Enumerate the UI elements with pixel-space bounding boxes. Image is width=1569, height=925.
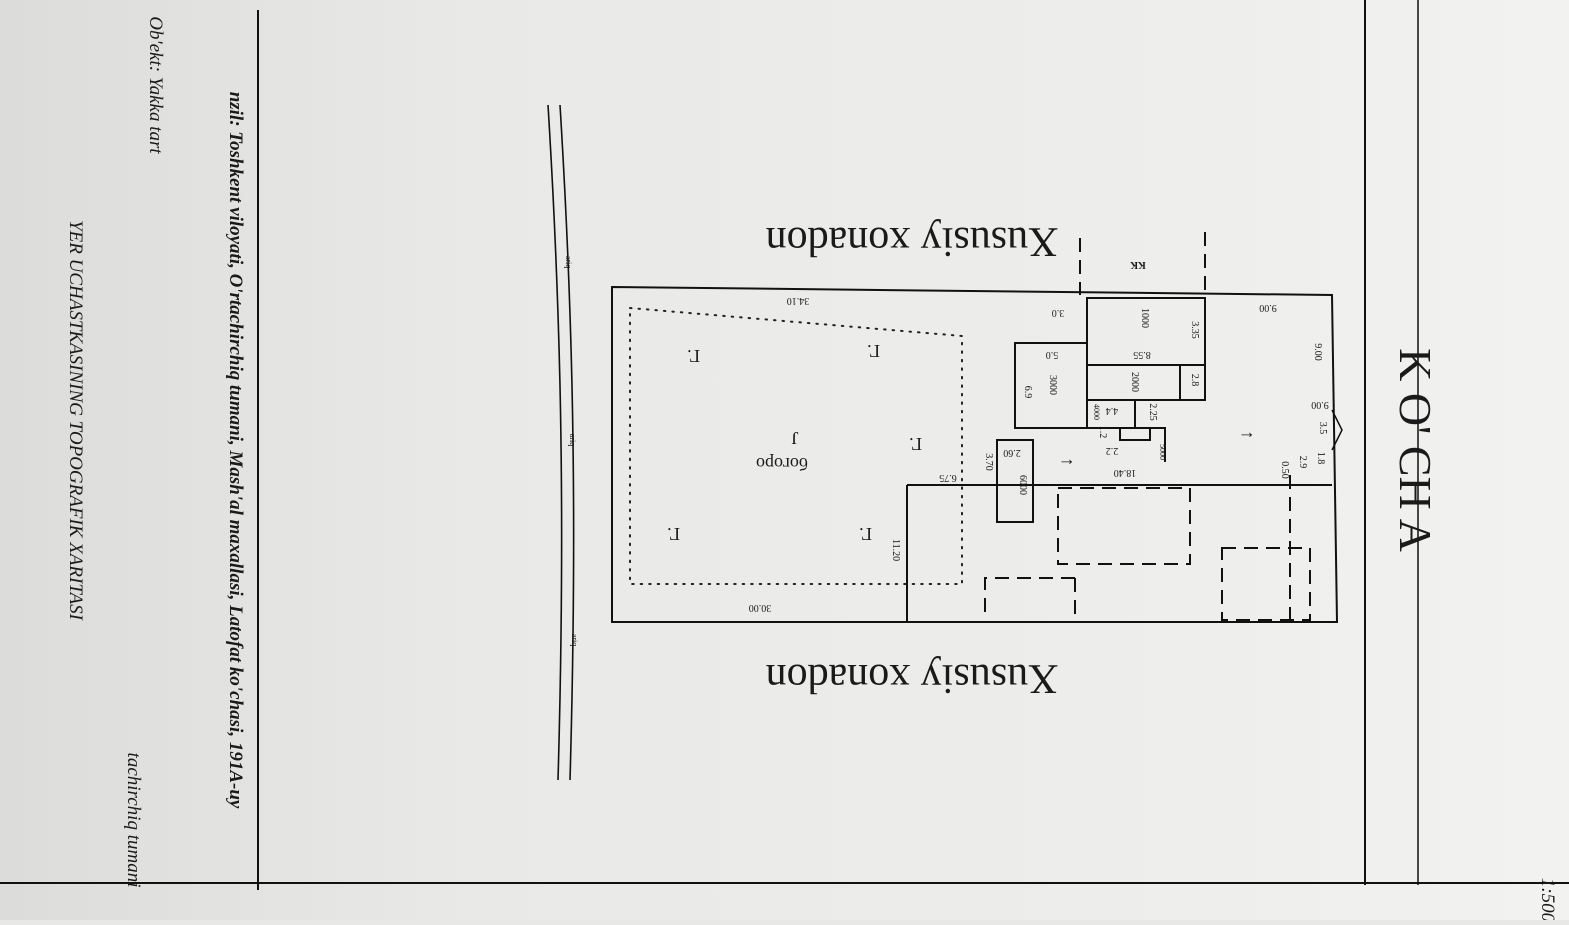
dimension-label: 3.0 xyxy=(1052,307,1065,318)
street: K O' CH A xyxy=(0,0,1569,885)
dimension-label: 11.20 xyxy=(890,539,901,561)
dimension-label: 0.50 xyxy=(1279,461,1290,479)
dimension-label: 2.9 xyxy=(1297,456,1308,469)
ariq-label: ariq xyxy=(564,256,573,268)
parcel-outline xyxy=(611,285,1339,623)
dimension-label: 1.2 xyxy=(1097,426,1108,439)
arrow-icon: ↑ xyxy=(1238,431,1258,440)
arrow-icon: ↑ xyxy=(1058,458,1078,467)
ariq-label: ariq xyxy=(568,434,577,446)
garden-label: богоро xyxy=(756,454,808,474)
dimension-label: 1.8 xyxy=(1315,452,1326,465)
address-label: nzil: Toshkent viloyati, O'rtachirchiq t… xyxy=(225,92,246,809)
dimension-labels: 34.10 30.00 11.20 6.75 18.40 9.00 9.00 9… xyxy=(749,295,1329,613)
ariq-label: ariq xyxy=(570,634,579,646)
building-code: 5000 xyxy=(1158,444,1167,460)
dimension-label: 6.75 xyxy=(939,472,957,483)
tree-icon: Г. xyxy=(687,346,700,366)
district-label: tachirchiq tumani xyxy=(123,753,144,888)
object-label: Ob'ekt: Yakka tart xyxy=(145,16,166,154)
dimension-label: 3.70 xyxy=(983,453,994,471)
ariq-ditch: ariq ariq ariq xyxy=(547,104,579,781)
dimension-label: 9.00 xyxy=(1259,302,1277,313)
tree-icon: Г. xyxy=(667,524,680,544)
gate-mark xyxy=(1331,409,1343,451)
building-code: 6000 xyxy=(1017,475,1028,495)
building-code: 4000 xyxy=(1092,404,1101,420)
street-label: K O' CH A xyxy=(1390,348,1441,552)
tree-icon: Г. xyxy=(859,524,872,544)
tree-icon: Г. xyxy=(909,434,922,454)
dimension-label: 3.35 xyxy=(1189,321,1200,339)
tree-marks: Г. Г. Г. Г. Г. xyxy=(667,341,922,544)
dimension-label: 8.55 xyxy=(1133,349,1151,360)
scale-fragment: 1:500 xyxy=(1537,878,1558,920)
dashed-structures xyxy=(984,232,1311,622)
dimension-label: 4.4 xyxy=(1106,405,1119,416)
neighbor-label-top: Xususiy xonadon xyxy=(766,218,1059,264)
dimension-label: 5.0 xyxy=(1046,349,1059,360)
dimension-label: 34.10 xyxy=(787,295,810,306)
garden-mark: J xyxy=(791,428,798,448)
dimension-label: 18.40 xyxy=(1114,467,1137,478)
building-code: 2000 xyxy=(1129,372,1140,392)
kk-mark: KK xyxy=(1130,259,1146,270)
dimension-label: 2.60 xyxy=(1003,447,1021,458)
building-code: 1000 xyxy=(1139,308,1150,328)
neighbor-label-bottom: Xususiy xonadon xyxy=(766,655,1059,701)
dimension-label: 3.5 xyxy=(1317,422,1328,435)
map-title: YER UCHASTKASINING TOPOGRAFIK XARITASI xyxy=(65,220,86,622)
dimension-label: 9.00 xyxy=(1312,343,1323,361)
dimension-label: 2.8 xyxy=(1189,374,1200,387)
dimension-label: 2.2 xyxy=(1106,445,1119,456)
building-codes: 1000 2000 3000 4000 5000 6000 xyxy=(1017,308,1167,495)
dimension-label: 30.00 xyxy=(749,602,772,613)
buildings xyxy=(996,297,1206,523)
garden-boundary xyxy=(629,307,963,585)
dimension-label: 9.00 xyxy=(1311,399,1329,410)
building-code: 3000 xyxy=(1047,375,1058,395)
tree-icon: Г. xyxy=(867,341,880,361)
dimension-label: 6.9 xyxy=(1022,386,1033,399)
dimension-label: 2.25 xyxy=(1147,403,1158,421)
